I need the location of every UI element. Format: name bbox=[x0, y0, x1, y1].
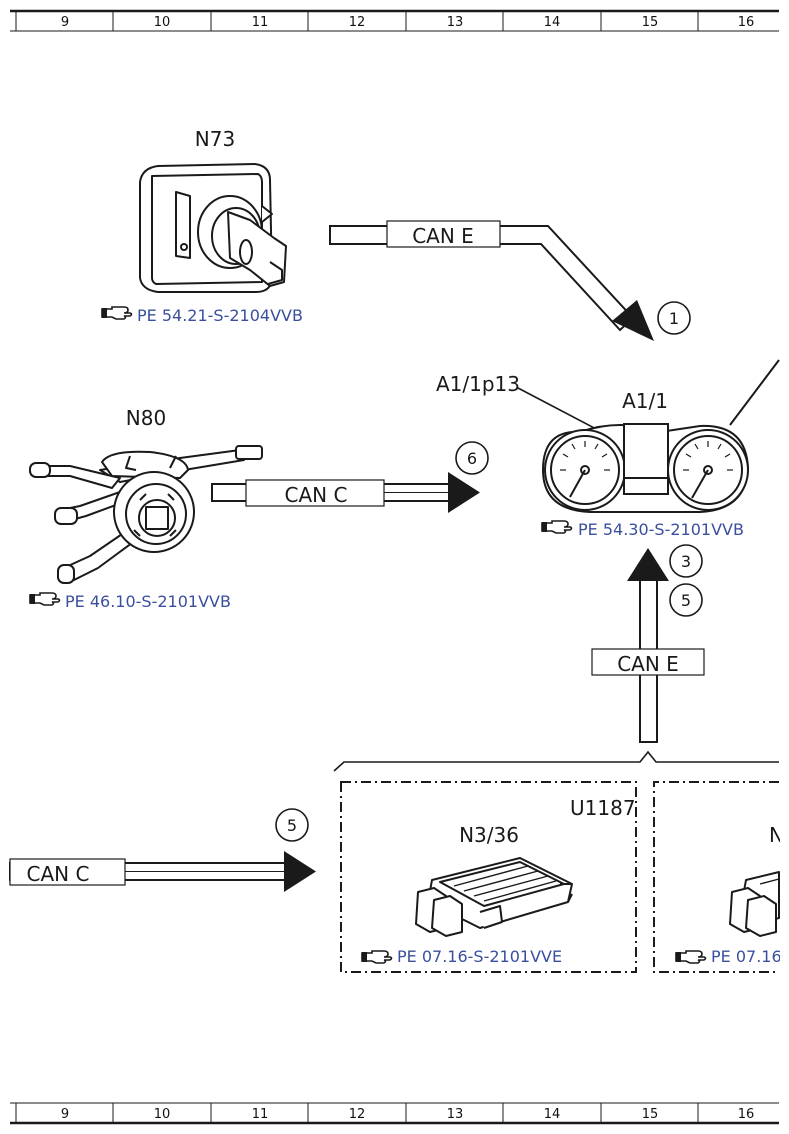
ignition-switch-illustration bbox=[139, 163, 287, 293]
n80-reference-link[interactable]: PE 46.10-S-2101VVB bbox=[29, 592, 231, 611]
n80-label: N80 bbox=[126, 406, 166, 430]
can-c-label-middle: CAN C bbox=[285, 483, 348, 507]
ruler-bottom-col-12: 12 bbox=[349, 1107, 366, 1122]
can-e-bus-vertical: CAN E bbox=[591, 548, 705, 743]
marker-6: 6 bbox=[455, 441, 489, 475]
ruler-col-11: 11 bbox=[252, 15, 269, 30]
a1-1-reference-text[interactable]: PE 54.30-S-2101VVB bbox=[578, 520, 744, 539]
ruler-bottom-col-11: 11 bbox=[252, 1107, 269, 1122]
a1-1-label: A1/1 bbox=[622, 389, 668, 413]
a1-1-reference-link[interactable]: PE 54.30-S-2101VVB bbox=[541, 520, 744, 539]
ruler-col-14: 14 bbox=[544, 15, 561, 30]
ruler-col-15: 15 bbox=[642, 15, 659, 30]
n3-36-reference-link[interactable]: PE 07.16-S-2101VVE bbox=[361, 947, 562, 966]
ruler-col-9: 9 bbox=[61, 15, 69, 30]
component-a1-1: A1/1p13 A1/1 bbox=[436, 372, 750, 539]
instrument-cluster-illustration bbox=[541, 423, 750, 513]
ruler-bottom-col-15: 15 bbox=[642, 1107, 659, 1122]
u1187-label: U1187 bbox=[570, 796, 636, 820]
ruler-top: 9 10 11 12 13 14 15 16 bbox=[10, 9, 779, 32]
ruler-bottom-col-9: 9 bbox=[61, 1107, 69, 1122]
marker-1-number: 1 bbox=[669, 309, 679, 328]
ruler-col-13: 13 bbox=[447, 15, 464, 30]
can-e-label-box-vertical bbox=[591, 648, 705, 676]
n3-36-reference-text[interactable]: PE 07.16-S-2101VVE bbox=[397, 947, 562, 966]
n73-label: N73 bbox=[195, 127, 235, 151]
ruler-col-10: 10 bbox=[154, 15, 171, 30]
can-c-bus-bottom: CAN C bbox=[9, 851, 316, 892]
can-e-label-box-top bbox=[386, 220, 501, 248]
marker-3: 3 bbox=[669, 544, 703, 578]
n73-reference-link[interactable]: PE 54.21-S-2104VVB bbox=[101, 306, 303, 325]
marker-5-bottom-number: 5 bbox=[287, 816, 297, 835]
group-brace bbox=[333, 750, 779, 772]
engine-control-unit-illustration bbox=[415, 857, 573, 937]
can-e-label-top: CAN E bbox=[412, 224, 474, 248]
partial-frame bbox=[653, 781, 779, 973]
can-e-label-vertical: CAN E bbox=[617, 652, 679, 676]
can-c-label-box-middle bbox=[245, 479, 385, 507]
marker-6-number: 6 bbox=[467, 449, 477, 468]
ruler-bottom-col-16: 16 bbox=[738, 1107, 755, 1122]
ruler-bottom-col-13: 13 bbox=[447, 1107, 464, 1122]
pointing-hand-icon bbox=[675, 950, 707, 964]
partial-reference-text[interactable]: PE 07.16 bbox=[711, 947, 782, 966]
marker-3-number: 3 bbox=[681, 552, 691, 571]
can-c-label-box-bottom bbox=[9, 858, 126, 886]
ruler-bottom-col-10: 10 bbox=[154, 1107, 171, 1122]
n80-reference-text[interactable]: PE 46.10-S-2101VVB bbox=[65, 592, 231, 611]
ruler-col-16: 16 bbox=[738, 15, 755, 30]
can-e-bus-top: CAN E bbox=[329, 220, 654, 341]
pointing-hand-icon bbox=[101, 306, 133, 320]
pointing-hand-icon bbox=[361, 950, 393, 964]
ruler-bottom-col-14: 14 bbox=[544, 1107, 561, 1122]
u1187-frame bbox=[340, 781, 637, 973]
n3-36-label: N3/36 bbox=[459, 823, 519, 847]
marker-5-vertical-number: 5 bbox=[681, 591, 691, 610]
a1-1p13-label: A1/1p13 bbox=[436, 372, 520, 396]
n73-reference-text[interactable]: PE 54.21-S-2104VVB bbox=[137, 306, 303, 325]
can-c-bus-middle: CAN C bbox=[211, 472, 480, 513]
group-u1187: U1187 N3/36 PE 07.16-S-2101VVE bbox=[340, 781, 637, 973]
component-n80: N80 PE 46.10-S-2101VVB bbox=[29, 406, 263, 611]
can-c-label-bottom: CAN C bbox=[27, 862, 90, 886]
partial-reference-link[interactable]: PE 07.16 bbox=[675, 947, 782, 966]
ruler-bottom: 9 10 11 12 13 14 15 16 bbox=[10, 1102, 779, 1125]
component-n73: N73 PE 54.21-S-2104VVB bbox=[101, 127, 303, 325]
marker-1: 1 bbox=[657, 301, 691, 335]
ruler-col-12: 12 bbox=[349, 15, 366, 30]
pointing-hand-icon bbox=[541, 520, 573, 534]
pointing-hand-icon bbox=[29, 592, 61, 606]
engine-control-unit-partial-illustration bbox=[729, 871, 780, 937]
connection-line-right bbox=[729, 359, 780, 426]
steering-column-module-illustration bbox=[29, 445, 263, 584]
marker-5-vertical: 5 bbox=[669, 583, 703, 617]
group-partial-right: N PE 07.16 bbox=[653, 770, 789, 990]
marker-5-bottom: 5 bbox=[275, 808, 309, 842]
